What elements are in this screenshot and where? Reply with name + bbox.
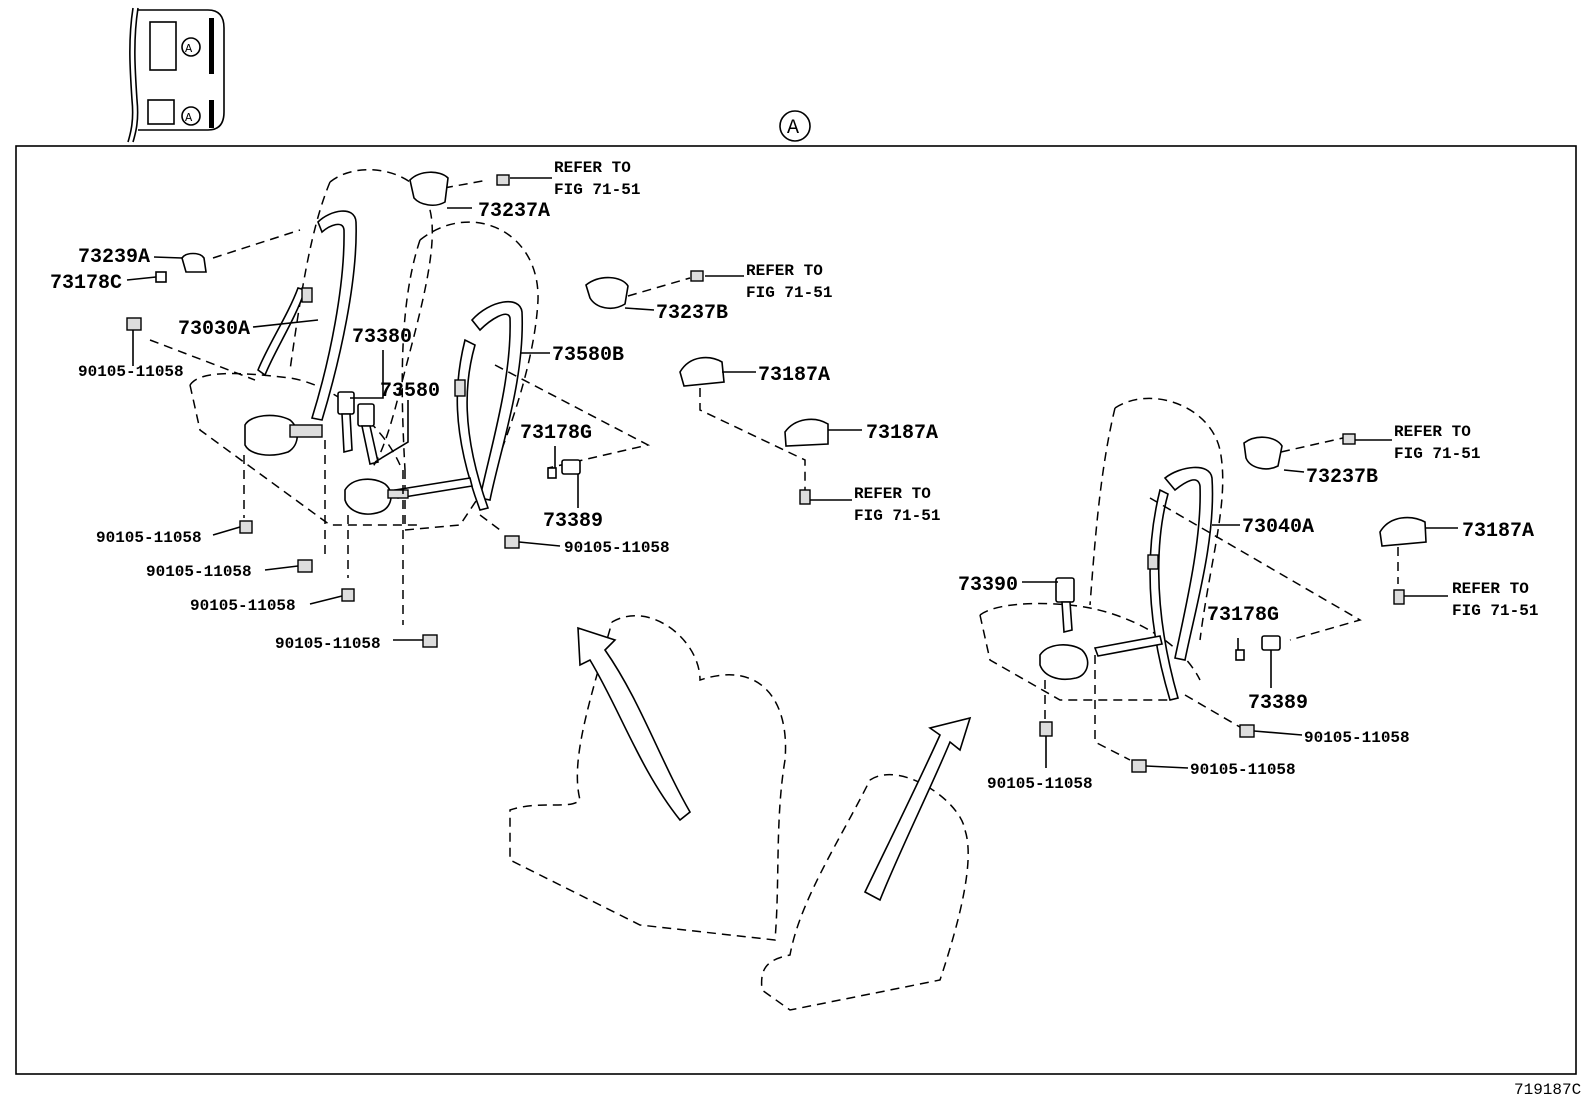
ref-1-line2: FIG 71-51 [554, 181, 640, 199]
leader-lines [126, 177, 1458, 769]
label-73580: 73580 [380, 380, 440, 403]
part-73187A-2-shape [784, 418, 829, 447]
label-73237B-right: 73237B [1306, 466, 1378, 489]
part-73239A-shape [181, 252, 207, 273]
label-73380: 73380 [352, 326, 412, 349]
label-73237B-top: 73237B [656, 302, 728, 325]
label-73178G-right: 73178G [1207, 604, 1279, 627]
label-73187A-1: 73187A [758, 364, 830, 387]
ref-1-line1: REFER TO [554, 159, 631, 177]
part-73389-right-shape [1261, 635, 1281, 651]
label-73187A-3: 73187A [1462, 520, 1534, 543]
locator-marker-upper [181, 37, 201, 57]
ref-5-line1: REFER TO [1452, 580, 1529, 598]
locator-marker-upper-letter: A [185, 42, 193, 56]
label-73187A-2: 73187A [866, 422, 938, 445]
figure-id: 719187C [1514, 1081, 1581, 1099]
label-bolt-2: 90105-11058 [96, 529, 202, 547]
label-bolt-4: 90105-11058 [190, 597, 296, 615]
label-bolt-6: 90105-11058 [564, 539, 670, 557]
diagram-frame [15, 145, 1577, 1075]
label-bolt-1: 90105-11058 [78, 363, 184, 381]
view-marker-circle [779, 110, 811, 142]
bolt-head-icons-left [126, 174, 704, 648]
part-73237A-shape [409, 171, 449, 207]
label-73178G-left: 73178G [520, 422, 592, 445]
part-73389-left-shape [561, 459, 581, 475]
label-bolt-5: 90105-11058 [275, 635, 381, 653]
part-73178C-shape [155, 271, 167, 283]
ref-2-line2: FIG 71-51 [746, 284, 832, 302]
label-73040A: 73040A [1242, 516, 1314, 539]
center-lower-seats [509, 615, 972, 1011]
label-bolt-7: 90105-11058 [1304, 729, 1410, 747]
locator-inset: A A [127, 7, 225, 143]
ref-5-line2: FIG 71-51 [1452, 602, 1538, 620]
locator-marker-lower-letter: A [185, 111, 193, 125]
label-73580B: 73580B [552, 344, 624, 367]
label-bolt-9: 90105-11058 [987, 775, 1093, 793]
ref-3-line2: FIG 71-51 [854, 507, 940, 525]
label-bolt-8: 90105-11058 [1190, 761, 1296, 779]
ref-4-line2: FIG 71-51 [1394, 445, 1480, 463]
clip-icon-1 [799, 489, 811, 505]
label-73237A: 73237A [478, 200, 550, 223]
label-73030A: 73030A [178, 318, 250, 341]
label-73239A: 73239A [78, 246, 150, 269]
bolt-head-icons-right [1039, 433, 1405, 773]
view-marker-letter: A [787, 117, 799, 140]
right-seat-group [979, 397, 1399, 761]
left-seat-group [149, 168, 651, 625]
label-73178C: 73178C [50, 272, 122, 295]
locator-marker-lower [181, 106, 201, 126]
ref-3-line1: REFER TO [854, 485, 931, 503]
label-bolt-3: 90105-11058 [146, 563, 252, 581]
part-73187A-3-shape [1379, 516, 1427, 547]
label-73389-left: 73389 [543, 510, 603, 533]
part-73237B-right-shape [1243, 436, 1283, 470]
label-73390: 73390 [958, 574, 1018, 597]
part-73178G-left-shape [547, 467, 557, 479]
part-73178G-right-shape [1235, 649, 1245, 661]
part-73187A-1-shape [679, 356, 725, 387]
label-73389-right: 73389 [1248, 692, 1308, 715]
ref-2-line1: REFER TO [746, 262, 823, 280]
part-73237B-top-shape [585, 276, 629, 310]
ref-4-line1: REFER TO [1394, 423, 1471, 441]
